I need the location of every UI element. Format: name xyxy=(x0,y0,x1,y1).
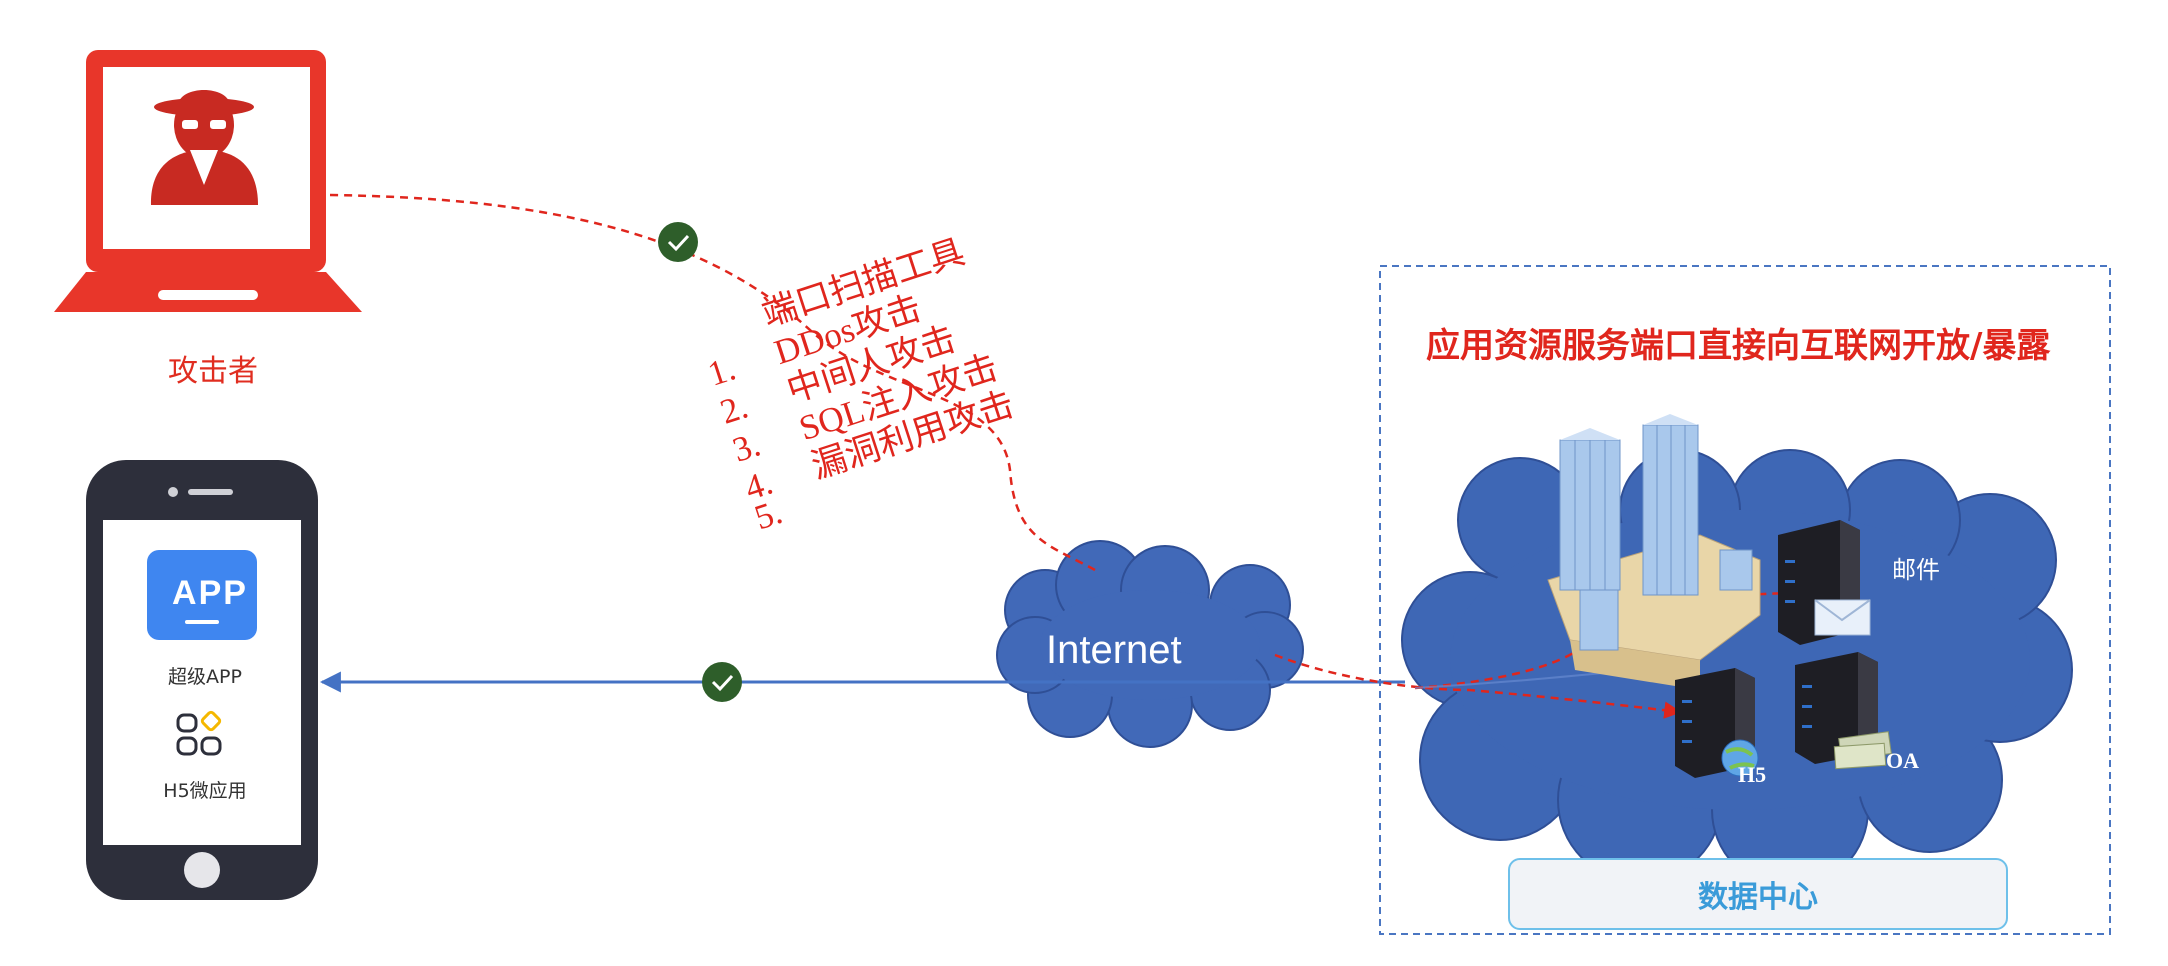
h5-server-icon xyxy=(1675,668,1759,778)
datacenter-cloud xyxy=(1401,449,2073,889)
money-icon xyxy=(1833,731,1892,770)
attacker-label: 攻击者 xyxy=(168,354,258,389)
h5-server-label: H5 xyxy=(1738,762,1767,787)
buildings-icon xyxy=(1547,414,1761,690)
datacenter-title: 应用资源服务端口直接向互联网开放/暴露 xyxy=(1426,326,2051,366)
mail-server-icon xyxy=(1778,520,1871,645)
app-name: 超级APP xyxy=(168,666,242,688)
oa-server-icon xyxy=(1795,652,1892,770)
internet-label: Internet xyxy=(1046,628,1182,672)
h5-grid-icon xyxy=(176,710,222,756)
check-icon-link xyxy=(702,662,742,702)
internet-cloud xyxy=(996,540,1304,748)
attack-path-to-h5 xyxy=(1274,653,1682,719)
check-icon-attack xyxy=(658,222,698,262)
datacenter-frame xyxy=(1379,265,2111,935)
datacenter-label: 数据中心 xyxy=(1698,880,1818,915)
datacenter-label-box: 数据中心 xyxy=(1508,858,2008,930)
app-badge-icon xyxy=(147,550,257,640)
attack-path-to-internet xyxy=(329,193,1096,572)
phone-icon xyxy=(86,460,318,900)
h5-app-name: H5微应用 xyxy=(163,780,247,802)
app-badge-text: APP xyxy=(172,574,248,612)
oa-server-label: OA xyxy=(1886,748,1919,773)
attacker-laptop-icon xyxy=(54,50,362,312)
mail-server-label: 邮件 xyxy=(1892,556,1940,584)
